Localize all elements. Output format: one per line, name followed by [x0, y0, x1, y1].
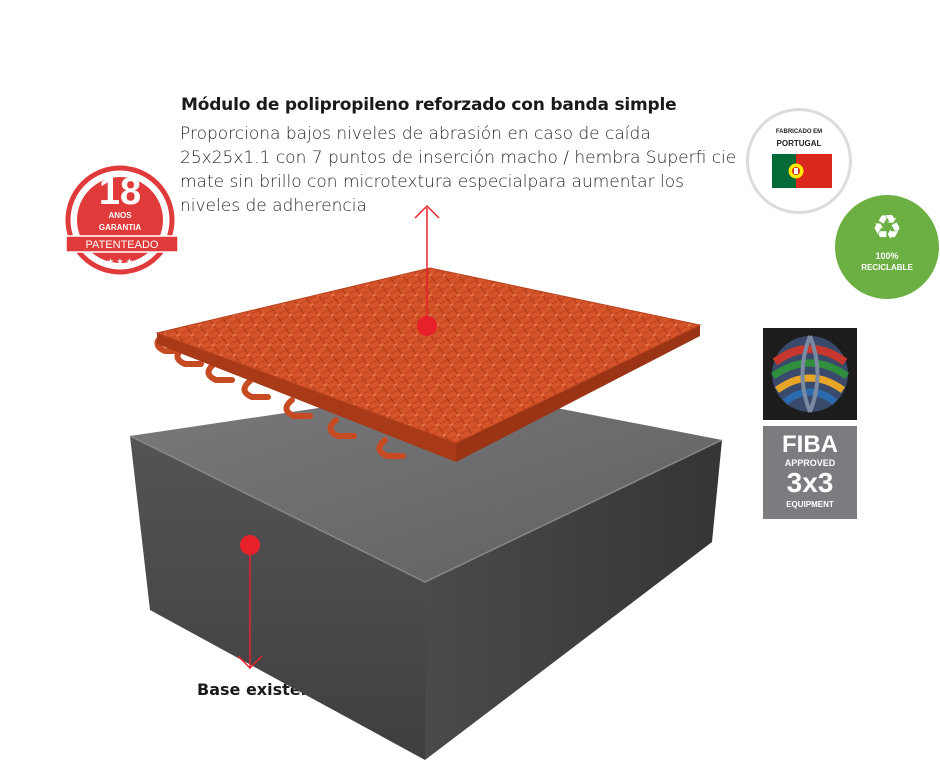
made-in-line1: FABRICADO EM	[775, 129, 823, 135]
fiba-line2: APPROVED	[784, 458, 836, 468]
recycle-icon: ♻	[871, 209, 903, 247]
tile-marker-dot	[417, 316, 437, 336]
product-title: Módulo de polipropileno reforzado con ba…	[181, 95, 677, 115]
recycle-line1: 100%	[875, 251, 899, 261]
fiba-line3: 3x3	[786, 467, 834, 498]
warranty-badge: 18 ANOS GARANTIA PATENTEADO ★ ★ ★	[65, 165, 179, 275]
made-in-line2: PORTUGAL	[776, 139, 822, 148]
made-in-badge: FABRICADO EM PORTUGAL	[746, 108, 852, 214]
warranty-years: 18	[99, 171, 141, 213]
tile-pointer	[414, 204, 440, 336]
warranty-line2: GARANTIA	[99, 223, 141, 232]
fiba-logo	[763, 328, 857, 420]
concrete-slab	[129, 388, 723, 760]
fiba-line4: EQUIPMENT	[786, 500, 834, 509]
description-line: mate sin brillo con microtextura especia…	[180, 172, 684, 192]
fiba-3x3-badge: FIBA APPROVED 3x3 EQUIPMENT	[763, 426, 857, 519]
description-line: 25x25x1.1 con 7 puntos de inserción mach…	[180, 148, 737, 168]
description-line: niveles de adherencia	[180, 196, 367, 216]
recycle-badge: ♻ 100% RECICLABLE	[835, 195, 939, 299]
polypropylene-tile	[154, 267, 702, 462]
star-icon: ★ ★ ★	[107, 257, 133, 266]
warranty-line1: ANOS	[108, 211, 132, 220]
base-marker-dot	[240, 535, 260, 555]
recycle-line2: RECICLABLE	[861, 263, 913, 272]
portugal-flag-icon	[772, 154, 832, 188]
fiba-line1: FIBA	[782, 431, 838, 458]
description-line: Proporciona bajos niveles de abrasión en…	[180, 124, 651, 144]
warranty-ribbon: PATENTEADO	[86, 239, 159, 251]
product-description: Proporciona bajos niveles de abrasión en…	[180, 122, 737, 218]
base-pointer	[237, 535, 263, 670]
